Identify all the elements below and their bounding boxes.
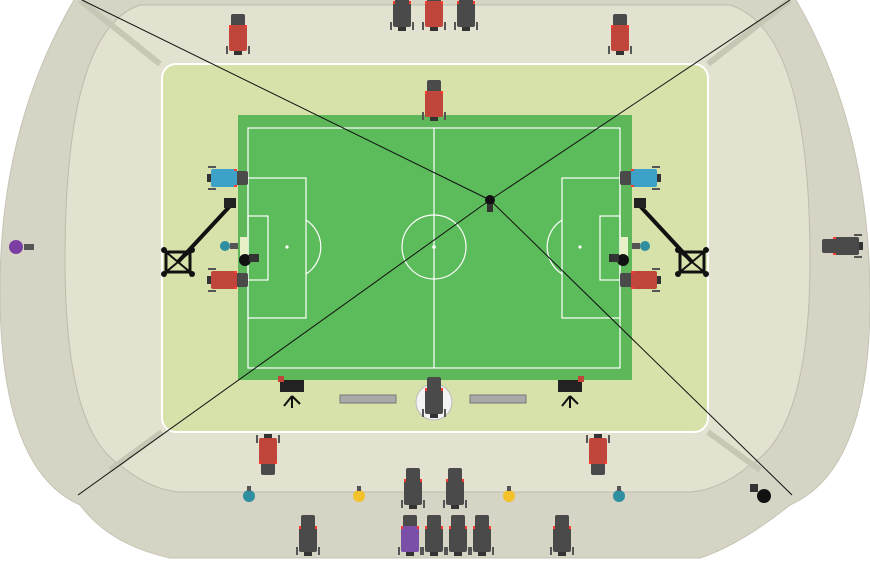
rail-cam-left <box>339 394 397 404</box>
rail-cam-right <box>469 394 527 404</box>
mini-cam-icon <box>750 484 771 503</box>
left-goal <box>240 237 248 257</box>
right-goal <box>620 237 628 257</box>
hard-camera-icon <box>454 0 478 31</box>
mini-cam-icon <box>503 486 515 502</box>
steadicam-icon <box>278 376 304 409</box>
mini-cam-icon <box>613 486 625 502</box>
steadicam-icon <box>239 254 259 266</box>
steadicam-icon <box>558 376 584 409</box>
hard-camera-icon <box>422 0 446 31</box>
centre-circle <box>401 214 467 280</box>
mini-cam-icon <box>353 486 365 502</box>
mini-cam-icon <box>220 241 238 251</box>
mini-cam-icon <box>9 240 34 254</box>
mini-cam-icon <box>243 486 255 502</box>
hard-camera-icon <box>390 0 414 31</box>
mini-cam-icon <box>632 241 650 251</box>
spider-cam-cables <box>77 0 793 496</box>
spider-cam-icon <box>485 195 495 212</box>
steadicam-icon <box>609 254 629 266</box>
